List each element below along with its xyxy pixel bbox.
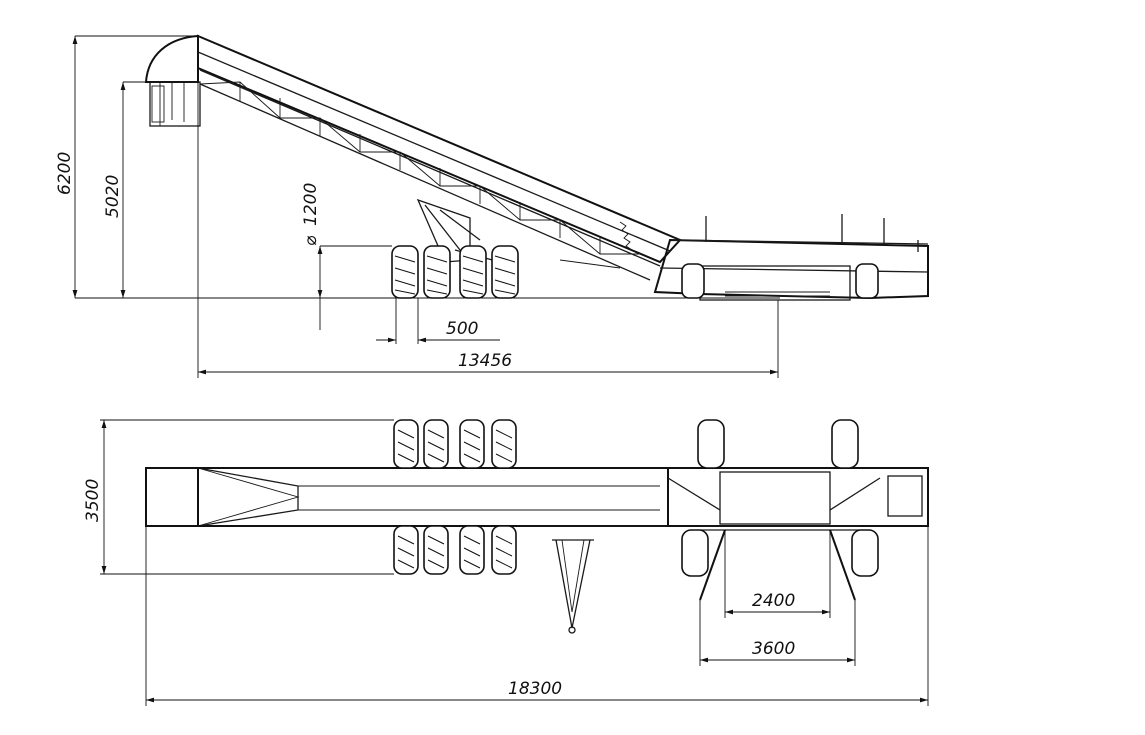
dim-1200: ⌀ 1200 (301, 183, 392, 330)
dim-18300-label: 18300 (508, 679, 562, 699)
top-bogie-wheels (393, 419, 517, 575)
dim-1200-label: 1200 (301, 183, 321, 226)
dim-5020: 5020 (103, 81, 150, 298)
top-view: 3500 2400 3600 18300 (83, 419, 929, 706)
conveyor-boom (197, 34, 682, 281)
dim-500-label: 500 (446, 319, 478, 339)
dim-5020-label: 5020 (103, 175, 123, 218)
top-boom (197, 467, 669, 527)
side-chassis (619, 214, 929, 301)
dim-500: 500 (376, 298, 500, 344)
dim-3600: 3600 (699, 600, 856, 666)
dim-13456: 13456 (197, 68, 779, 378)
dim-6200: 6200 (55, 35, 198, 298)
discharge-hood (144, 34, 201, 127)
side-bogie-wheels (391, 245, 519, 299)
side-view: 6200 5020 ⌀ 1200 500 1 (55, 34, 929, 378)
dim-18300: 18300 (145, 526, 929, 706)
top-chassis (667, 419, 929, 601)
dim-13456-label: 13456 (458, 351, 512, 371)
dim-2400-label: 2400 (752, 591, 795, 611)
dim-3500: 3500 (83, 419, 394, 575)
dim-2400: 2400 (724, 530, 831, 618)
dim-3500-label: 3500 (83, 479, 103, 522)
dim-6200-label: 6200 (55, 152, 75, 195)
dim-1200-symbol: ⌀ (301, 235, 321, 246)
top-discharge-hood (145, 467, 300, 527)
drawbar (552, 539, 594, 634)
dim-3600-label: 3600 (752, 639, 795, 659)
